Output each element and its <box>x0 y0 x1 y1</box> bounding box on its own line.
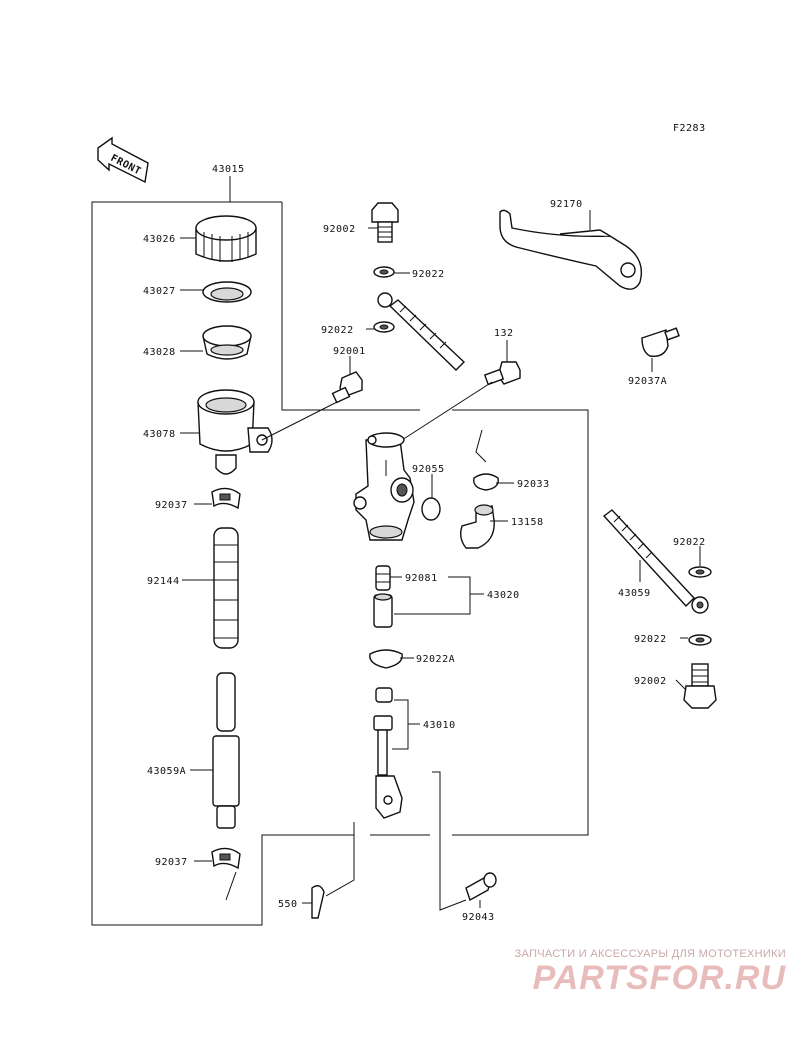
reservoir-bracket-part <box>499 209 643 290</box>
washer-b-part <box>373 321 395 333</box>
clevis-pin-part <box>465 872 497 902</box>
label-92022-c: 92022 <box>673 537 706 548</box>
secondary-cup-part <box>375 565 391 591</box>
label-92144: 92144 <box>147 576 180 587</box>
label-43028: 43028 <box>143 347 176 358</box>
washer-c-part <box>688 566 712 578</box>
watermark-tagline: ЗАПЧАСТИ И АКСЕССУАРЫ ДЛЯ МОТОТЕХНИКИ <box>514 948 786 960</box>
label-92170: 92170 <box>550 199 583 210</box>
piston-part <box>373 593 393 628</box>
hose-clamp-top-part <box>211 487 241 510</box>
bolt-132-part <box>483 361 521 386</box>
label-92055: 92055 <box>412 464 445 475</box>
figure-code: F2283 <box>673 123 706 134</box>
label-43059A: 43059A <box>147 766 186 777</box>
banjo-bolt-bottom-part <box>683 663 717 709</box>
site-watermark: ЗАПЧАСТИ И АКСЕССУАРЫ ДЛЯ МОТОТЕХНИКИ PA… <box>515 948 786 996</box>
lower-hose-part <box>212 672 240 829</box>
label-92037-bottom: 92037 <box>155 857 188 868</box>
label-92002-top: 92002 <box>323 224 356 235</box>
hose-clamp-a-part <box>641 327 680 357</box>
watermark-logo: PARTSFOR.RU <box>532 959 786 997</box>
diaphragm-plate-part <box>202 281 252 303</box>
brake-hose-upper-part <box>377 292 466 371</box>
label-92022A: 92022A <box>416 654 455 665</box>
label-43059: 43059 <box>618 588 651 599</box>
reservoir-cap-part <box>195 215 257 262</box>
push-rod-part <box>373 715 403 819</box>
leader-lines <box>180 210 701 908</box>
label-43020: 43020 <box>487 590 520 601</box>
label-550: 550 <box>278 899 298 910</box>
label-92022-b: 92022 <box>321 325 354 336</box>
label-92043: 92043 <box>462 912 495 923</box>
brake-hose-lower-part <box>602 509 709 614</box>
elbow-fitting-part <box>459 504 495 549</box>
washer-d-part <box>688 634 712 646</box>
label-92037A: 92037A <box>628 376 667 387</box>
front-arrow-icon: FRONT <box>97 136 149 184</box>
label-43027: 43027 <box>143 286 176 297</box>
label-92081: 92081 <box>405 573 438 584</box>
assembly-43015-outline <box>91 201 354 926</box>
circlip-part <box>473 473 499 491</box>
master-cylinder-body-part <box>353 432 415 541</box>
reservoir-hose-part <box>213 527 239 649</box>
assembly-43020-outline <box>281 202 420 411</box>
mounting-bolt-part <box>331 371 363 404</box>
push-rod-boot-part <box>375 687 393 703</box>
label-43026: 43026 <box>143 234 176 245</box>
label-132: 132 <box>494 328 514 339</box>
label-43078: 43078 <box>143 429 176 440</box>
label-92022-a: 92022 <box>412 269 445 280</box>
hose-clamp-bottom-part <box>211 847 241 870</box>
label-92037-top: 92037 <box>155 500 188 511</box>
washer-a-part <box>373 266 395 278</box>
label-43010: 43010 <box>423 720 456 731</box>
label-92022-d: 92022 <box>634 634 667 645</box>
reservoir-tank-part <box>197 389 273 475</box>
o-ring-part <box>421 497 441 521</box>
label-92033: 92033 <box>517 479 550 490</box>
label-43015: 43015 <box>212 164 245 175</box>
banjo-bolt-top-part <box>371 202 399 243</box>
circlip-a-part <box>369 649 403 669</box>
diaphragm-part <box>202 325 252 360</box>
label-92001: 92001 <box>333 346 366 357</box>
label-13158: 13158 <box>511 517 544 528</box>
cotter-pin-part <box>311 885 325 919</box>
label-92002-bottom: 92002 <box>634 676 667 687</box>
